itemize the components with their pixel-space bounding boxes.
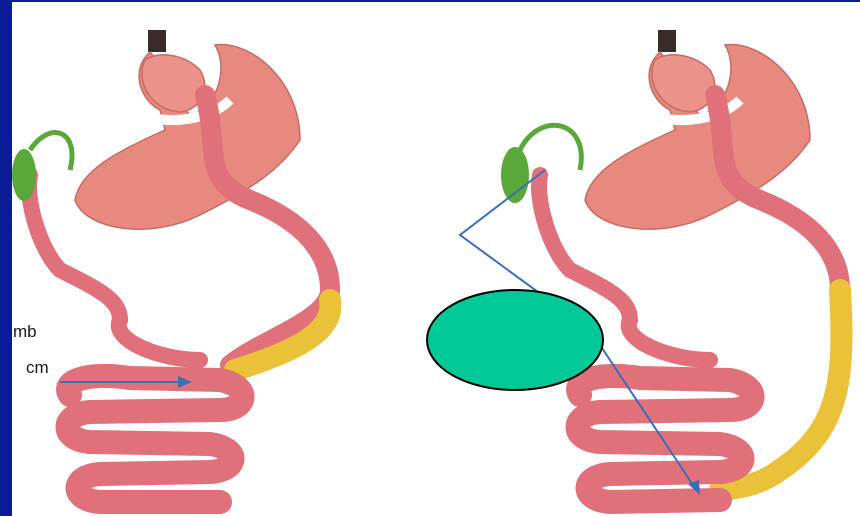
- left-limb-label: mb: [13, 322, 37, 342]
- left-esophagus: [148, 30, 166, 52]
- right-diagram: [460, 30, 841, 502]
- redaction-overlay: [427, 290, 603, 390]
- left-bile-duct: [30, 133, 72, 170]
- right-small-bowel: [578, 376, 753, 502]
- right-esophagus: [658, 30, 676, 52]
- right-gallbladder: [501, 147, 529, 203]
- left-diagram: [12, 30, 330, 502]
- left-cm-label: cm: [26, 358, 49, 378]
- left-gallbladder: [12, 149, 36, 201]
- right-bile-duct: [520, 125, 581, 170]
- left-small-bowel: [68, 376, 243, 502]
